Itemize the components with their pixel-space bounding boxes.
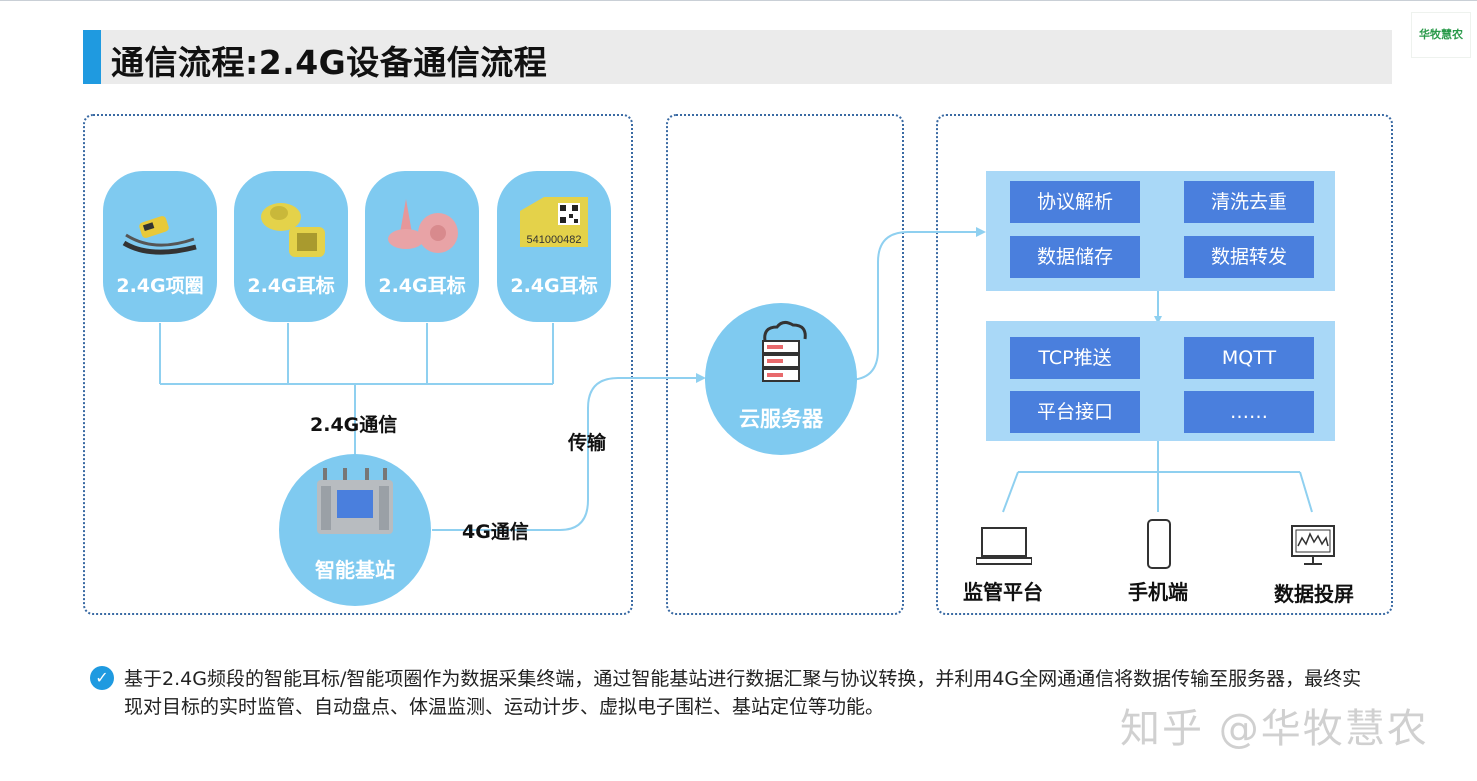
device-card-collar: 2.4G项圈 bbox=[103, 171, 217, 322]
processing-item: 清洗去重 bbox=[1184, 181, 1314, 223]
output-block: TCP推送 MQTT 平台接口 …… bbox=[986, 321, 1335, 441]
base-station-link-label: 4G通信 bbox=[462, 521, 529, 543]
top-divider bbox=[0, 0, 1477, 1]
device-panel bbox=[83, 114, 633, 615]
processing-item: 数据储存 bbox=[1010, 236, 1140, 278]
description-note: 基于2.4G频段的智能耳标/智能项圈作为数据采集终端，通过智能基站进行数据汇聚与… bbox=[124, 668, 1362, 718]
cloud-server-node: 云服务器 bbox=[705, 303, 857, 455]
device-card-ear-tag-3: 541000482 2.4G耳标 bbox=[497, 171, 611, 322]
laptop-icon bbox=[976, 527, 1032, 565]
ear-tag-number: 541000482 bbox=[526, 234, 581, 246]
check-icon: ✓ bbox=[90, 666, 114, 690]
monitor-icon bbox=[1291, 525, 1335, 565]
endpoint-label-screen: 数据投屏 bbox=[1274, 582, 1354, 606]
device-label: 2.4G耳标 bbox=[247, 275, 335, 297]
cloud-panel bbox=[666, 114, 904, 615]
platform-panel bbox=[936, 114, 1393, 615]
endpoint-label-mobile: 手机端 bbox=[1128, 580, 1188, 604]
ear-tag-icon bbox=[388, 199, 458, 253]
title-bar: 通信流程:2.4G设备通信流程 bbox=[83, 30, 1392, 84]
endpoint-label-supervision: 监管平台 bbox=[963, 580, 1043, 604]
device-link-label: 2.4G通信 bbox=[310, 414, 398, 436]
device-card-ear-tag-1: 2.4G耳标 bbox=[234, 171, 348, 322]
processing-item: 数据转发 bbox=[1184, 236, 1314, 278]
device-label: 2.4G耳标 bbox=[510, 275, 598, 297]
page-title: 通信流程:2.4G设备通信流程 bbox=[111, 43, 548, 82]
output-item: 平台接口 bbox=[1010, 391, 1140, 433]
brand-logo: 华牧慧农 bbox=[1411, 12, 1471, 58]
brand-logo-text: 华牧慧农 bbox=[1419, 28, 1463, 41]
base-station-icon bbox=[317, 468, 393, 534]
device-label: 2.4G项圈 bbox=[116, 275, 204, 297]
cloud-server-label: 云服务器 bbox=[739, 407, 823, 431]
output-item: …… bbox=[1184, 391, 1314, 433]
base-station-node: 智能基站 bbox=[279, 454, 431, 606]
device-card-ear-tag-2: 2.4G耳标 bbox=[365, 171, 479, 322]
watermark: 知乎 @华牧慧农 bbox=[1120, 706, 1429, 752]
title-accent-bar bbox=[83, 30, 101, 84]
device-label: 2.4G耳标 bbox=[378, 275, 466, 297]
output-item: TCP推送 bbox=[1010, 337, 1140, 379]
phone-icon bbox=[1147, 519, 1171, 569]
processing-item: 协议解析 bbox=[1010, 181, 1140, 223]
collar-icon bbox=[122, 216, 197, 255]
processing-block: 协议解析 清洗去重 数据储存 数据转发 bbox=[986, 171, 1335, 291]
transmit-label: 传输 bbox=[568, 432, 607, 454]
cloud-server-icon bbox=[762, 320, 807, 382]
base-station-label: 智能基站 bbox=[315, 558, 395, 582]
ear-tag-icon bbox=[261, 203, 325, 257]
output-item: MQTT bbox=[1184, 337, 1314, 379]
ear-tag-icon: 541000482 bbox=[520, 197, 588, 247]
